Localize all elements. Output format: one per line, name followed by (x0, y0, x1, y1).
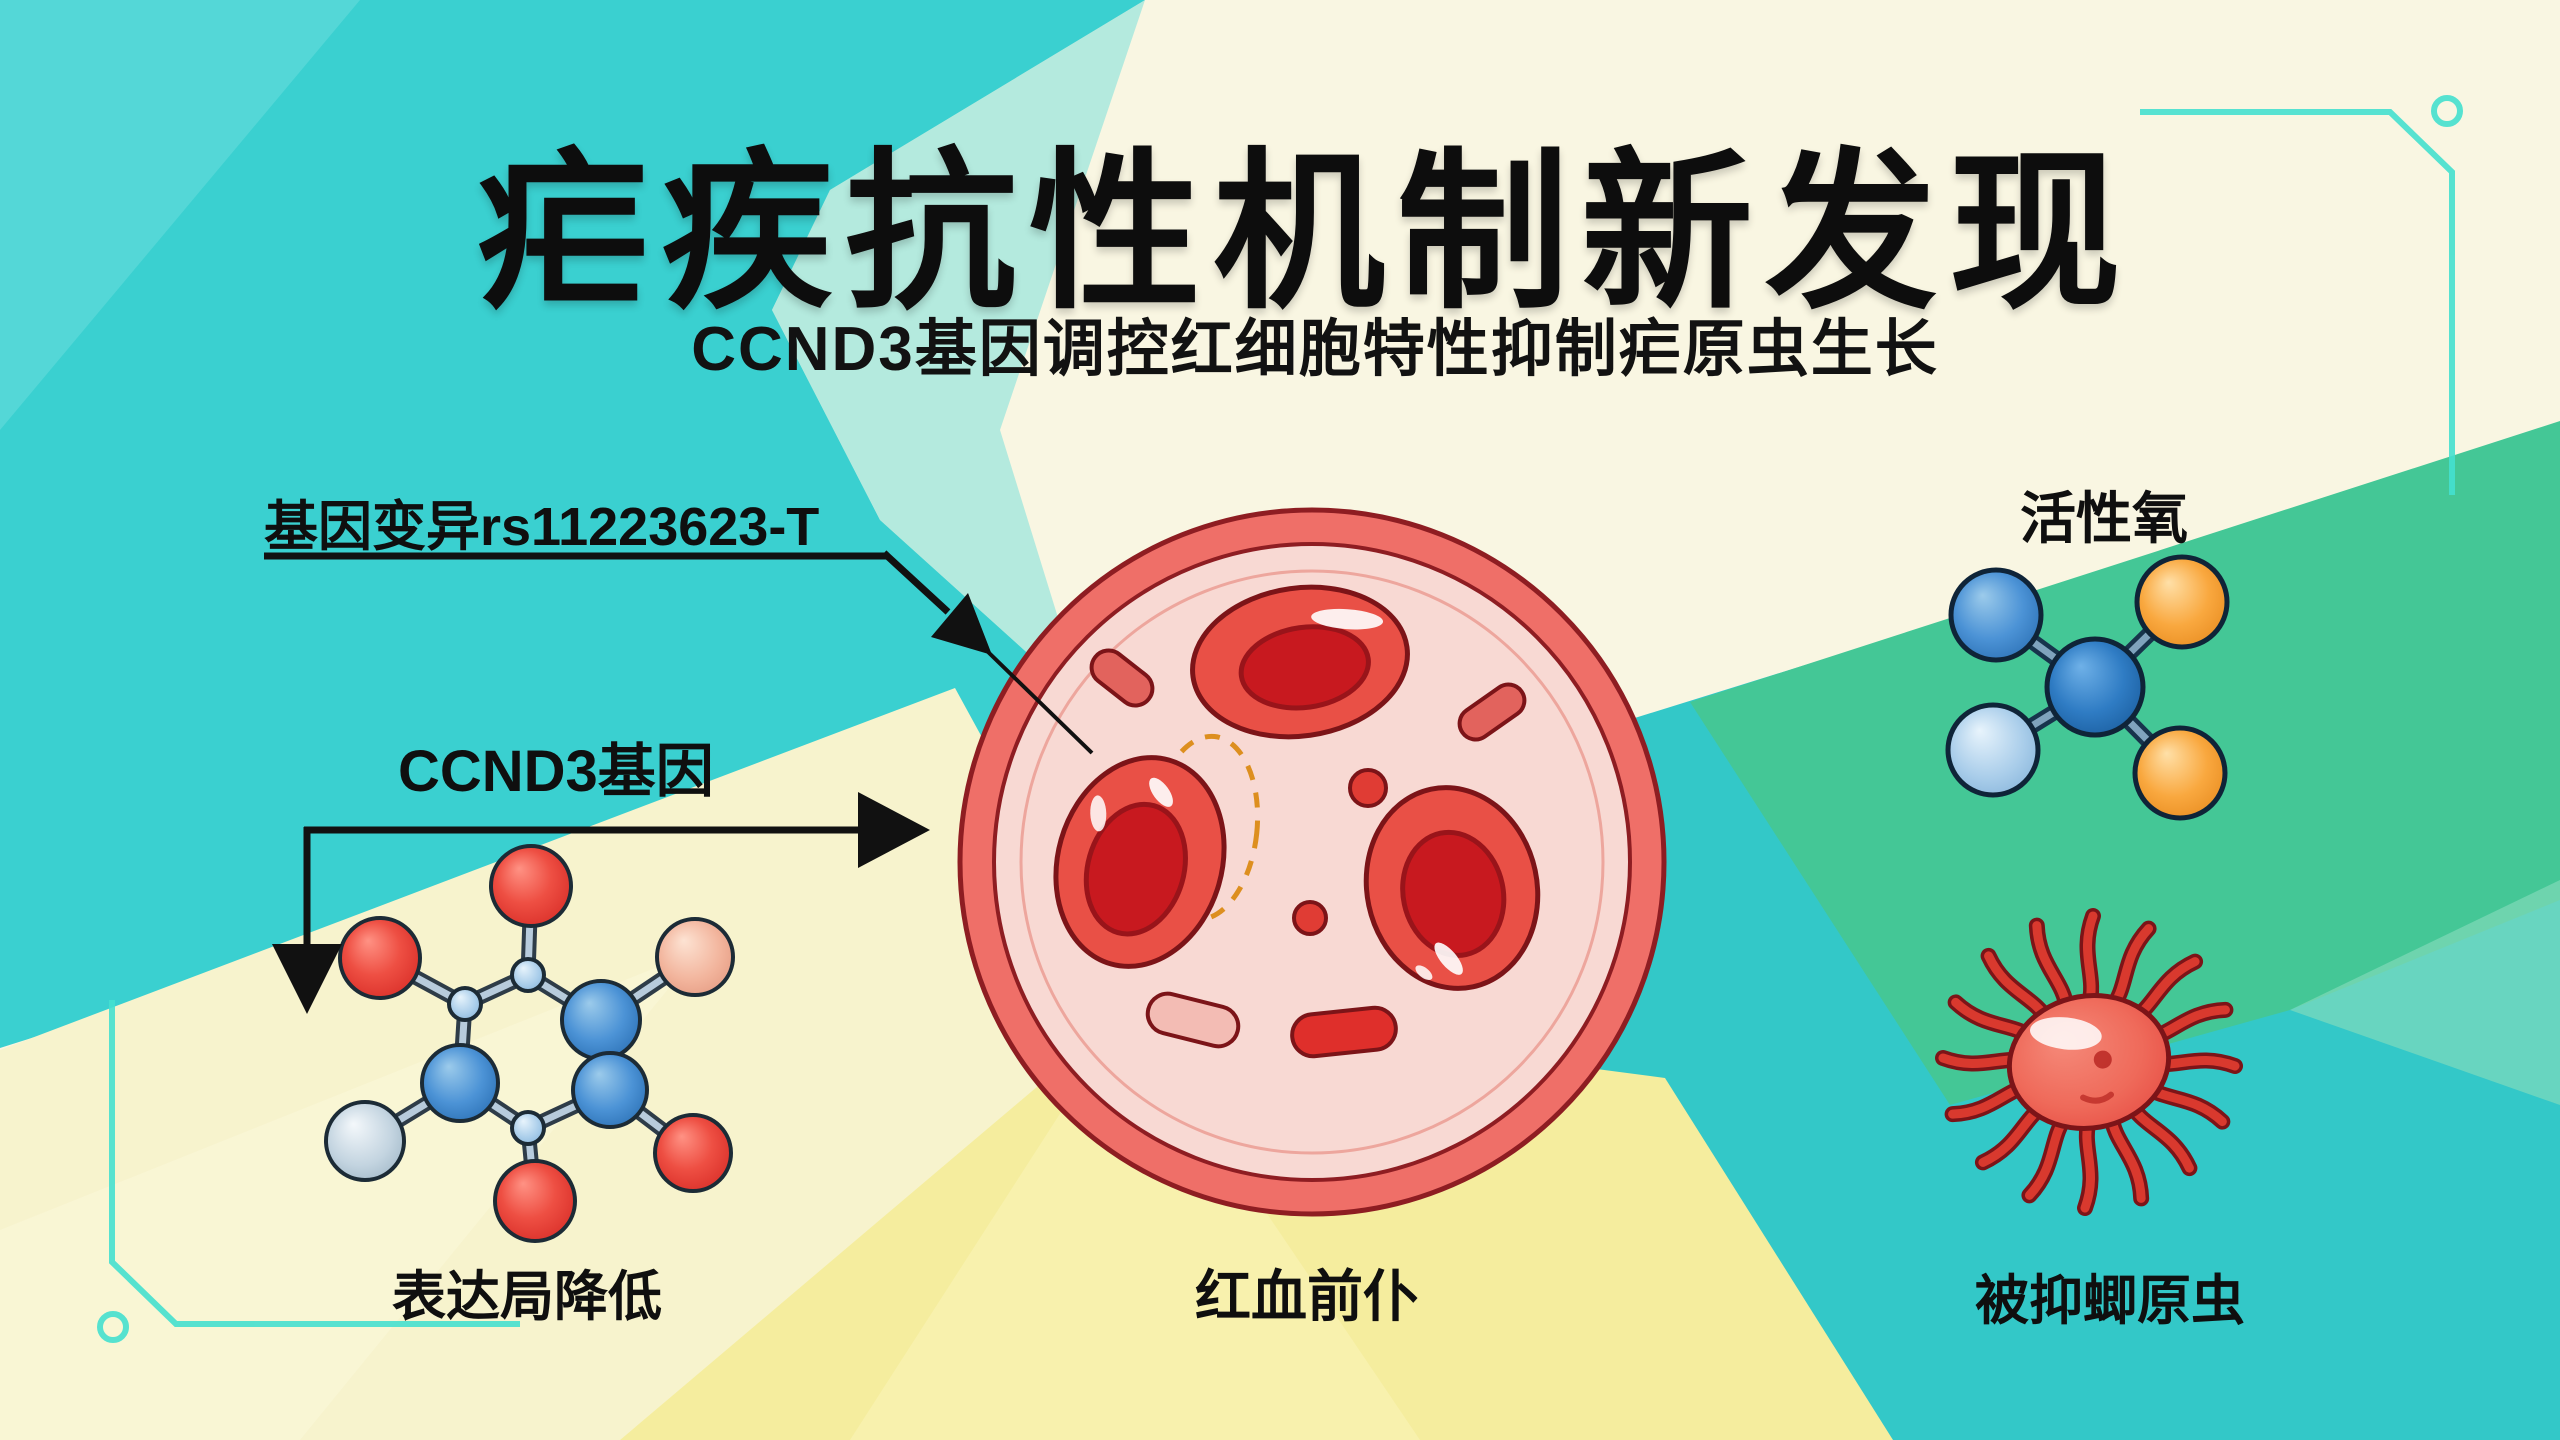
page-subtitle: CCND3基因调控红细胞特性抑制疟原虫生长 (691, 315, 1939, 384)
ccnd3-molecule-illustration (324, 844, 735, 1243)
arrow-gene-variant (264, 550, 1094, 755)
gene-variant-label: 基因变异rs11223623-T (264, 497, 820, 557)
ccnd3-gene-label: CCND3基因 (398, 739, 714, 804)
annotation-arrows (264, 550, 1094, 1014)
circuit-decoration-bottom-left (97, 1000, 520, 1343)
reactive-oxygen-molecule-illustration (1945, 554, 2230, 821)
rbc-right (1363, 785, 1541, 991)
suppressed-parasite-label: 被抑蝍原虫 (1975, 1271, 2245, 1331)
erythrocyte-label: 红血前仆 (1195, 1265, 1419, 1328)
rbc-left (1053, 755, 1227, 969)
arrow-ccnd3-to-cell (304, 792, 930, 868)
expression-reduced-label: 表达局降低 (392, 1267, 662, 1327)
erythrocyte-cell-illustration (957, 507, 1667, 1217)
arrow-ccnd3-to-molecule (272, 827, 342, 1014)
rbc-top (1190, 584, 1410, 740)
circuit-decoration-top-right (2140, 95, 2463, 495)
page-title: 疟疾抗性机制新发现 (477, 137, 2133, 329)
parasite-illustration (1943, 916, 2235, 1208)
cell-inclusions (1089, 648, 1527, 1059)
reactive-oxygen-label: 活性氧 (2020, 487, 2188, 550)
